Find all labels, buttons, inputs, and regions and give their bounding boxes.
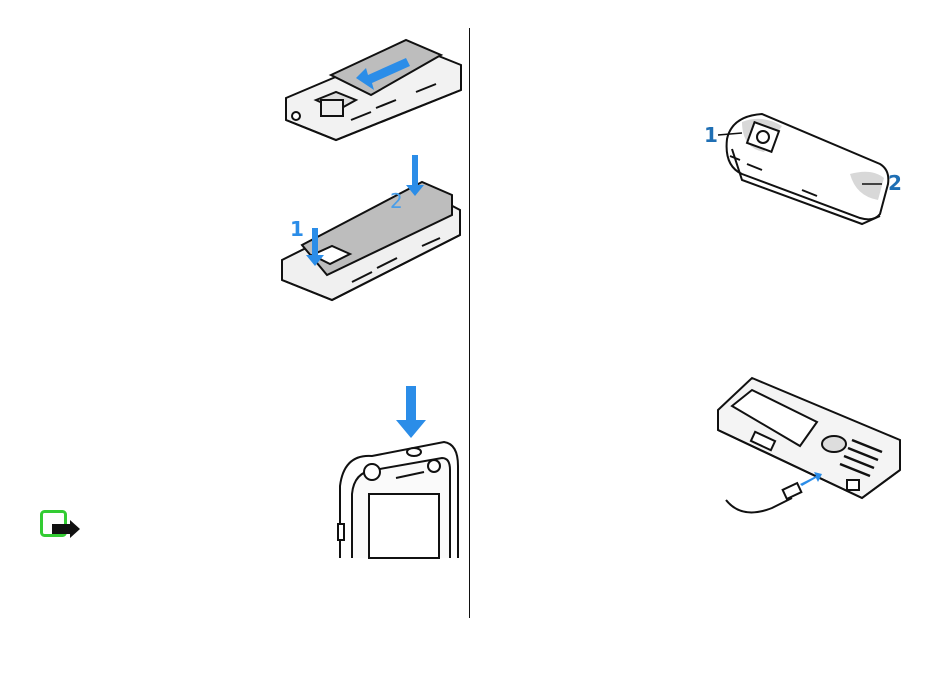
column-divider <box>469 28 470 618</box>
callout-2: 2 <box>390 189 403 213</box>
battery-insert-figure <box>276 20 466 150</box>
charger-figure <box>712 370 908 520</box>
cover-replace-figure: 1 2 <box>272 150 467 310</box>
note-icon <box>40 510 84 540</box>
back-cover-figure: 1 2 <box>702 104 912 234</box>
press-arrow-icon <box>396 386 426 438</box>
callout-1: 1 <box>290 217 304 241</box>
callout-1: 1 <box>704 123 718 147</box>
top-press-figure <box>334 386 462 560</box>
callout-2: 2 <box>888 171 902 195</box>
